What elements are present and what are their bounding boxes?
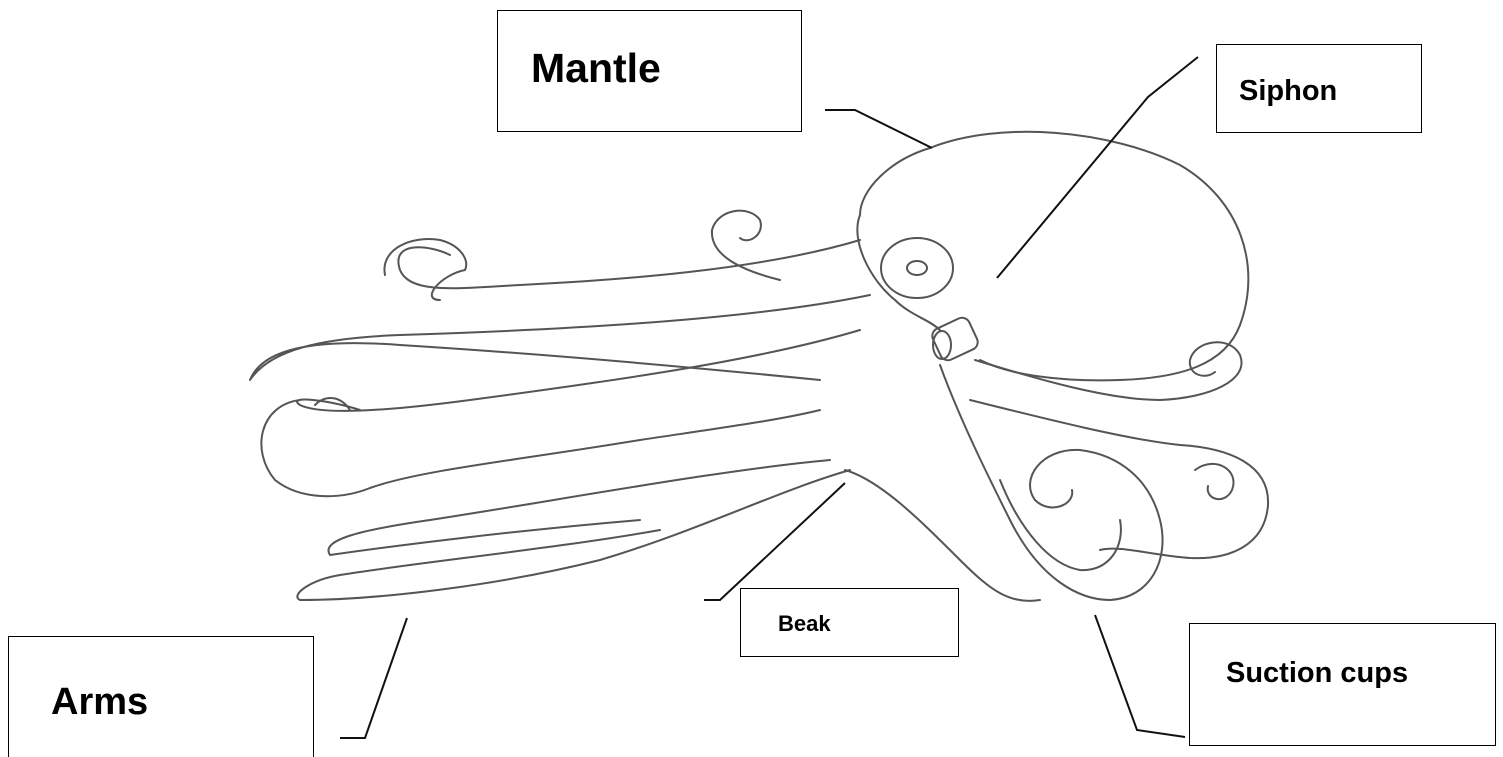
eye-inner	[907, 261, 927, 275]
arms-label-box: Arms	[8, 636, 314, 757]
siphon-label-box: Siphon	[1216, 44, 1422, 133]
arm-left-lower	[328, 460, 830, 555]
siphon-leader-line	[997, 57, 1198, 278]
arm-right-mid-curl	[1195, 464, 1234, 499]
arm-upper-left	[398, 240, 860, 288]
beak-leader-line	[704, 483, 845, 600]
arm-right-lower-inner	[1000, 480, 1121, 570]
arm-bottom-long	[297, 470, 850, 600]
mantle-leader-line	[825, 110, 932, 148]
suction-cups-label-box: Suction cups	[1189, 623, 1496, 746]
arm-left-curl	[261, 400, 820, 496]
suction-cups-label: Suction cups	[1226, 657, 1408, 689]
arms-leader-line	[340, 618, 407, 738]
arm-top	[712, 211, 780, 280]
mantle-label-box: Mantle	[497, 10, 802, 132]
mantle-label: Mantle	[531, 45, 661, 91]
beak-label-box: Beak	[740, 588, 959, 657]
siphon-label: Siphon	[1239, 75, 1337, 107]
arm-left-2	[297, 330, 860, 411]
arms-label: Arms	[51, 681, 148, 723]
body-underside	[845, 470, 1040, 601]
suction-cups-leader-line	[1095, 615, 1185, 737]
eye-outer	[881, 238, 953, 298]
arm-left-3	[315, 398, 350, 410]
arm-left-1	[250, 295, 870, 380]
beak-label: Beak	[778, 611, 831, 636]
arm-right-upper	[975, 342, 1242, 400]
arm-right-mid	[970, 400, 1268, 558]
